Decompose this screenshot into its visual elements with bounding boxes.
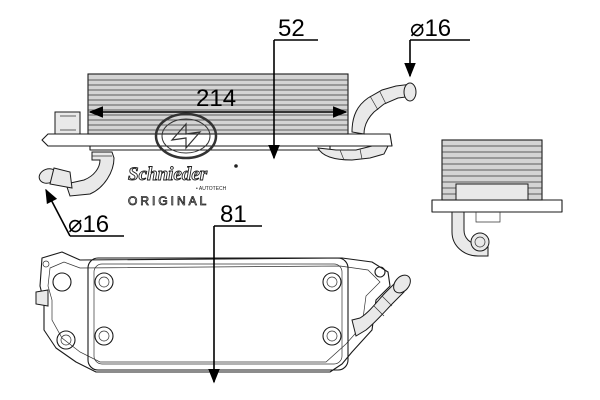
brand-original: ORIGINAL <box>128 194 209 208</box>
dimension-length: 214 <box>88 85 348 118</box>
brand-logo: Schnieder • AUTOTECH ORIGINAL <box>128 112 238 208</box>
side-view-left-pipe <box>65 151 115 197</box>
end-view-fins <box>442 145 542 195</box>
dimension-height: 81 <box>208 201 262 384</box>
side-view-mount-tab <box>54 111 81 135</box>
dimension-pipe-top: ⌀16 <box>404 15 470 78</box>
side-view <box>38 73 417 197</box>
top-view-port-2 <box>94 326 114 346</box>
brand-sub: • AUTOTECH <box>196 186 227 192</box>
end-view-base-plate <box>431 199 563 213</box>
dimension-height-label: 81 <box>220 201 247 228</box>
top-view-bolt-hole-2 <box>56 330 76 350</box>
dimension-pipe-left-label: ⌀16 <box>68 211 109 238</box>
top-view-side-stub <box>35 289 49 307</box>
side-view-base-plate <box>41 133 393 147</box>
dimension-pipe-top-label: ⌀16 <box>410 15 451 42</box>
top-view-pipe-end <box>393 274 411 294</box>
top-view-port-1 <box>94 272 114 292</box>
dimension-width-label: 52 <box>278 15 305 42</box>
end-view <box>431 139 563 257</box>
brand-dot-icon <box>234 164 238 168</box>
top-view <box>35 251 411 373</box>
brand-logo-bolt-icon <box>170 122 202 150</box>
dimension-length-label: 214 <box>196 85 236 112</box>
top-view-core <box>87 257 349 371</box>
top-view-port-4 <box>322 326 342 346</box>
end-view-pipe-end <box>470 232 490 252</box>
side-view-upper-pipe-end <box>403 82 417 102</box>
side-view-lower-pipe <box>317 145 389 161</box>
top-view-bolt-hole-1 <box>52 272 72 292</box>
dimension-width: 52 <box>268 15 318 160</box>
top-view-port-3 <box>322 272 342 292</box>
dimension-pipe-left-leader <box>45 188 71 237</box>
top-view-flange <box>39 251 391 373</box>
side-view-cooler-body <box>87 73 349 135</box>
dimension-pipe-left: ⌀16 <box>45 188 124 238</box>
brand-name: Schnieder <box>128 164 208 185</box>
